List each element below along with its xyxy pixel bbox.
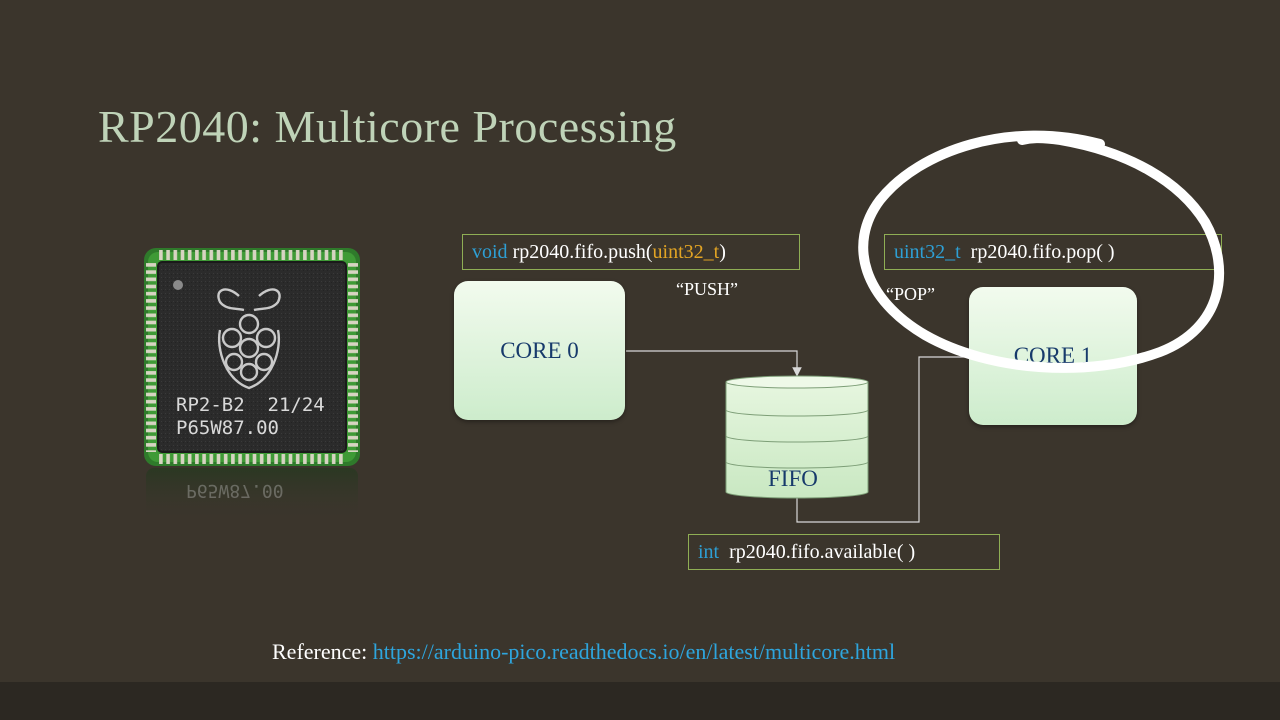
chip-reflection-text: P65W87.00 xyxy=(186,480,284,501)
raspberry-pi-logo-icon xyxy=(217,288,281,390)
available-call: rp2040.fifo.available( ) xyxy=(719,541,916,563)
core1-label: CORE 1 xyxy=(1013,343,1093,368)
pop-caption: “POP” xyxy=(886,284,935,304)
available-function-box: int rp2040.fifo.available( ) xyxy=(688,534,1000,570)
chip-graphic: P65W87.00 xyxy=(144,248,360,523)
push-close: ) xyxy=(719,241,726,263)
push-param-type: uint32_t xyxy=(652,241,720,263)
chip-marking-line2: P65W87.00 xyxy=(176,417,279,439)
slide: RP2040: Multicore Processing xyxy=(98,101,1225,665)
core0-box: CORE 0 xyxy=(454,281,625,420)
core1-box: CORE 1 xyxy=(969,287,1137,425)
push-function-box: void rp2040.fifo.push(uint32_t) xyxy=(462,234,800,270)
fifo-label: FIFO xyxy=(768,466,818,491)
push-return-type: void xyxy=(472,241,508,263)
pop-return-type: uint32_t xyxy=(894,241,961,263)
available-return-type: int xyxy=(698,541,720,563)
chip-marking-line1: RP2-B2 21/24 xyxy=(176,394,325,416)
fifo-stack xyxy=(725,375,869,499)
pop-call: rp2040.fifo.pop( ) xyxy=(960,241,1115,263)
push-call: rp2040.fifo.push( xyxy=(507,241,653,263)
slide-title: RP2040: Multicore Processing xyxy=(98,101,677,152)
reference-line: Reference: https://arduino-pico.readthed… xyxy=(272,639,895,665)
push-caption: “PUSH” xyxy=(676,279,738,299)
reference-label: Reference: xyxy=(272,639,373,664)
push-connector xyxy=(626,350,802,377)
bottom-bar xyxy=(0,682,1280,720)
core0-label: CORE 0 xyxy=(500,337,579,363)
pop-function-box: uint32_t rp2040.fifo.pop( ) xyxy=(884,234,1222,270)
rp2040-chip-image: P65W87.00 xyxy=(136,240,366,530)
reference-link[interactable]: https://arduino-pico.readthedocs.io/en/l… xyxy=(372,639,896,664)
diagram-connectors xyxy=(626,350,967,523)
